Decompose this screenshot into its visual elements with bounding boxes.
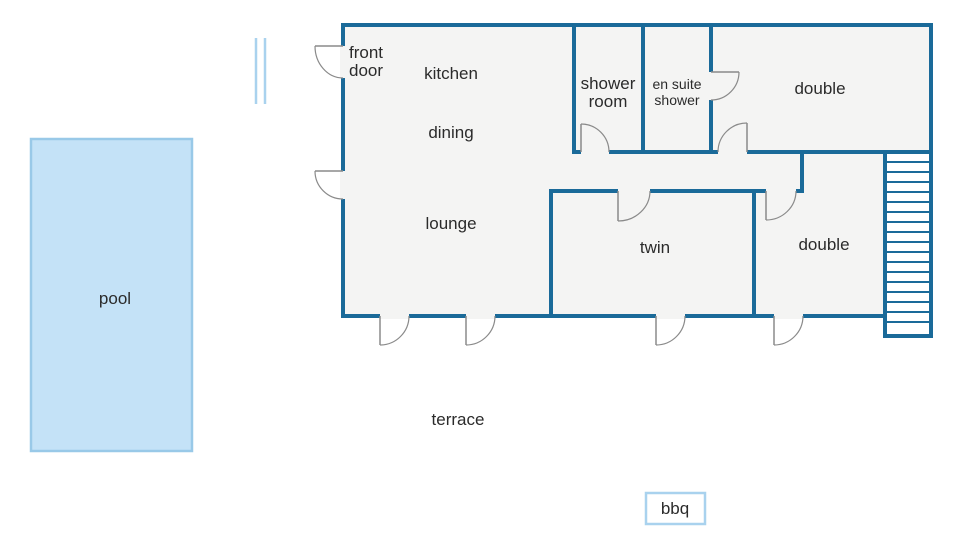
pool-label: pool [99,289,131,308]
front-door-label-line1: front [349,43,383,62]
twin-terrace-door [655,313,686,346]
pool [29,137,194,453]
shower-room-door [580,123,610,155]
twin-label: twin [640,238,670,257]
terrace-label: terrace [432,410,485,429]
double-bottom-door [765,188,797,221]
double-bottom-label: double [798,235,849,254]
en-suite-label-line1: en suite [652,76,701,92]
side-door [314,170,346,200]
double-top-door [717,122,748,155]
double-top-label: double [794,79,845,98]
dining-label: dining [428,123,473,142]
lounge-terrace-door-1 [379,313,410,346]
lounge-label: lounge [425,214,476,233]
en-suite-door [708,71,740,101]
twin-door [617,188,651,222]
lounge-terrace-door-2 [465,313,496,346]
bbq-box [644,491,707,526]
interior-walls [549,23,933,318]
kitchen-label: kitchen [424,64,478,83]
front-door [314,45,346,79]
staircase [883,150,933,338]
shower-room-label-line1: shower [581,74,636,93]
en-suite-label-line2: shower [654,92,699,108]
shower-room-label-line2: room [589,92,628,111]
house-floor [343,25,931,316]
bbq-label: bbq [661,499,689,518]
front-door-label-line2: door [349,61,383,80]
gate-marker [254,38,267,104]
double-terrace-door [773,313,804,346]
